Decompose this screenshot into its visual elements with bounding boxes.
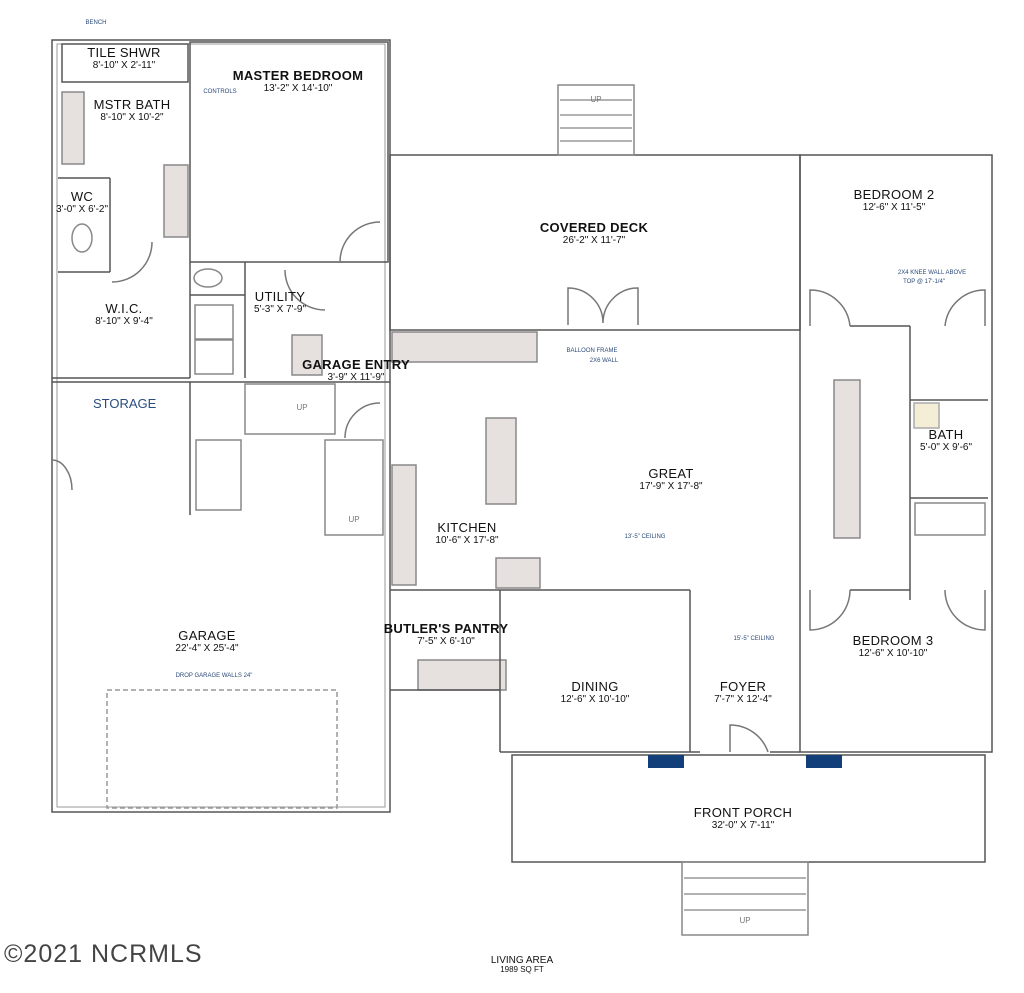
foyer-ceiling-note: 15'-5" CEILING [733, 636, 775, 642]
stairs-up-label: UP [348, 515, 360, 524]
kitchen-island [485, 417, 517, 505]
watermark: ©2021 NCRMLS [4, 940, 203, 968]
tile-shower-wall [61, 43, 189, 83]
front-stairs [681, 861, 809, 936]
stairs-up-label: UP [590, 95, 602, 104]
balloon-frame-note: BALLOON FRAME [566, 348, 618, 354]
stairs-up-label: UP [739, 916, 751, 925]
left-wing-outline [51, 39, 391, 813]
garage-door-outline [106, 689, 338, 809]
stairs-up-label: UP [296, 403, 308, 412]
master-bedroom-wall [189, 41, 389, 263]
drop-garage-note: DROP GARAGE WALLS 24" [175, 673, 253, 679]
living-area-label: LIVING AREA [490, 955, 554, 966]
room-label-wic: W.I.C.8'-10" X 9'-4" [95, 301, 153, 328]
balloon-frame-note-2: 2X6 WALL [589, 358, 619, 364]
living-area-sqft: 1989 SQ FT [500, 965, 544, 974]
rear-stairs [557, 84, 635, 156]
great-ceiling-note: 13'-5" CEILING [624, 534, 666, 540]
living-area-summary: LIVING AREA 1989 SQ FT [491, 955, 553, 975]
knee-wall-note-2: TOP @ 17'-1/4" [903, 279, 945, 285]
storage-label: STORAGE [93, 396, 157, 411]
vanity-counter [61, 91, 85, 165]
bench-note: BENCH [85, 20, 107, 26]
window-accent [648, 755, 684, 768]
bedroom-wing-outline [799, 154, 993, 753]
window-accent [806, 755, 842, 768]
vanity-counter [163, 164, 189, 238]
controls-note: CONTROLS [203, 89, 237, 95]
knee-wall-note: 2X4 KNEE WALL ABOVE [897, 270, 967, 276]
